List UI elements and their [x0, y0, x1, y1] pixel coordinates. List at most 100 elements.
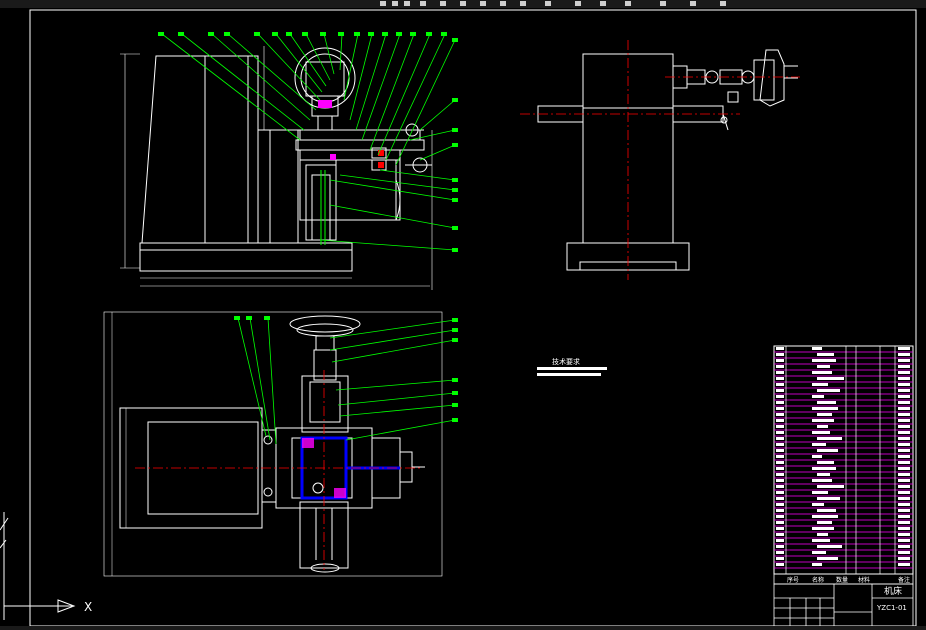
bom-remark-block — [898, 473, 910, 476]
bom-cell-block — [817, 401, 836, 404]
bom-cell-block — [817, 473, 830, 476]
bom-index-block — [776, 401, 784, 404]
bom-remark-block — [898, 461, 910, 464]
bom-remark-block — [898, 353, 910, 356]
bom-index-block — [776, 425, 784, 428]
bom-remark-block — [898, 455, 910, 458]
bom-remark-block — [898, 491, 910, 494]
bom-index-block — [776, 557, 784, 560]
bom-cell-block — [812, 371, 832, 374]
bom-remark-block — [898, 527, 910, 530]
bom-cell-block — [812, 395, 824, 398]
bom-index-block — [776, 365, 784, 368]
bom-cell-block — [812, 539, 830, 542]
bom-remark-block — [898, 533, 910, 536]
bom-index-block — [776, 533, 784, 536]
bom-cell-block — [812, 467, 836, 470]
bom-remark-block — [898, 545, 910, 548]
bom-index-block — [776, 419, 784, 422]
bom-remark-block — [898, 407, 910, 410]
ucs-icon — [0, 512, 76, 620]
bom-index-block — [776, 521, 784, 524]
top-view-balloons — [234, 316, 458, 422]
bom-cell-block — [812, 527, 834, 530]
bom-remark-block — [898, 425, 910, 428]
bom-remark-block — [898, 401, 910, 404]
bom-cell-block — [817, 557, 838, 560]
bom-index-block — [776, 449, 784, 452]
bom-cell-block — [812, 347, 822, 350]
bom-index-block — [776, 347, 784, 350]
tech-requirements-note: 技术要求 — [537, 357, 607, 376]
bom-cell-block — [812, 431, 830, 434]
bom-cell-block — [817, 437, 842, 440]
bom-remark-block — [898, 377, 910, 380]
bom-remark-block — [898, 497, 910, 500]
bom-remark-block — [898, 467, 910, 470]
front-view-details — [318, 100, 384, 245]
bom-remark-block — [898, 395, 910, 398]
side-view-centerlines — [520, 40, 800, 280]
bom-index-block — [776, 509, 784, 512]
bom-cell-block — [812, 443, 826, 446]
bom-cell-block — [817, 461, 834, 464]
bom-index-block — [776, 377, 784, 380]
bottom-tab-strip[interactable] — [0, 626, 926, 630]
bom-cell-block — [817, 521, 832, 524]
bom-remark-block — [898, 539, 910, 542]
bom-remark-block — [898, 359, 910, 362]
front-view-leaders — [161, 33, 456, 251]
bom-remark-block — [898, 515, 910, 518]
bom-cell-block — [817, 425, 828, 428]
bom-cell-block — [817, 377, 844, 380]
bom-remark-block — [898, 557, 910, 560]
bom-remark-block — [898, 551, 910, 554]
top-view-centerline — [135, 370, 420, 570]
bom-header-material: 材料 — [858, 576, 870, 584]
bom-cell-block — [812, 455, 822, 458]
bom-remark-block — [898, 449, 910, 452]
bom-remark-block — [898, 389, 910, 392]
top-view-leaders — [237, 317, 456, 445]
bom-cell-block — [817, 413, 832, 416]
bom-cell-block — [812, 551, 826, 554]
bom-index-block — [776, 545, 784, 548]
bom-index-block — [776, 515, 784, 518]
bom-cell-block — [817, 449, 838, 452]
bom-index-block — [776, 353, 784, 356]
top-toolbar-strip[interactable] — [0, 0, 926, 8]
bom-remark-block — [898, 521, 910, 524]
front-view — [120, 46, 433, 290]
bom-index-block — [776, 491, 784, 494]
bom-index-block — [776, 473, 784, 476]
bom-index-block — [776, 467, 784, 470]
title-block-name: 机床 — [884, 585, 902, 597]
bom-index-block — [776, 485, 784, 488]
bom-cell-block — [812, 479, 832, 482]
bom-index-block — [776, 437, 784, 440]
bom-cell-block — [812, 503, 824, 506]
bom-cell-block — [812, 407, 838, 410]
bom-remark-block — [898, 365, 910, 368]
bom-index-block — [776, 443, 784, 446]
bom-index-block — [776, 413, 784, 416]
bom-index-block — [776, 431, 784, 434]
bom-index-block — [776, 497, 784, 500]
bom-remark-block — [898, 383, 910, 386]
bom-remark-block — [898, 371, 910, 374]
bom-index-block — [776, 455, 784, 458]
bom-index-block — [776, 383, 784, 386]
front-view-balloons — [158, 32, 458, 252]
bom-cell-block — [812, 383, 828, 386]
bom-cell-block — [817, 497, 840, 500]
bom-index-block — [776, 503, 784, 506]
bom-index-block — [776, 563, 784, 566]
bom-remark-block — [898, 485, 910, 488]
bom-index-block — [776, 407, 784, 410]
ucs-x-label: X — [84, 600, 92, 614]
bom-remark-block — [898, 431, 910, 434]
bom-header-remark: 备注 — [898, 576, 910, 584]
bom-cell-block — [817, 485, 844, 488]
